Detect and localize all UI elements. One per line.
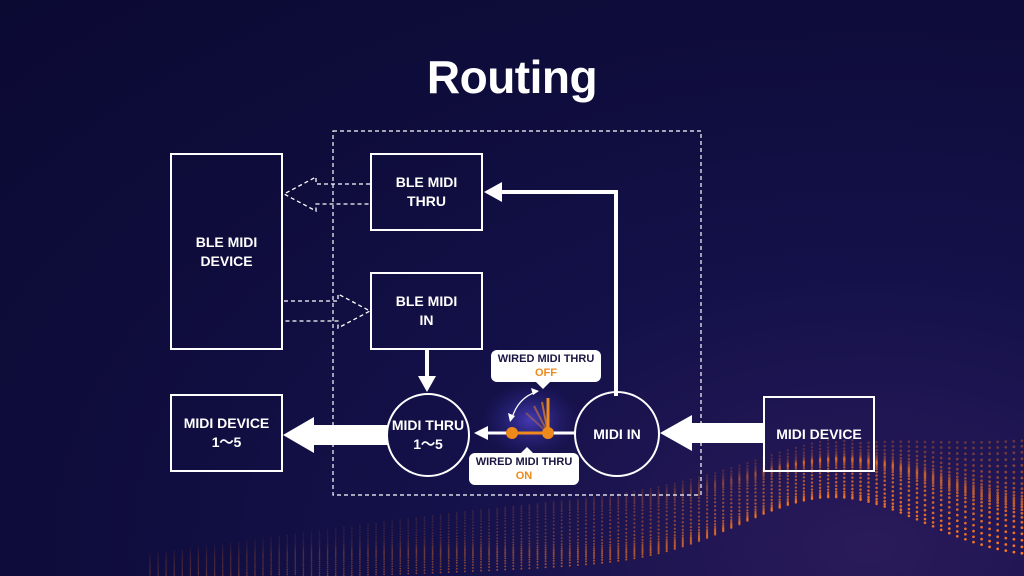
wired-midi-thru-off-callout: WIRED MIDI THRU OFF — [491, 350, 601, 382]
ble-midi-thru-label-line1: BLE MIDI — [395, 174, 458, 190]
ble-midi-thru-box: BLE MIDI THRU — [370, 153, 483, 231]
midi-thru-to-midi-device-arrow — [283, 417, 388, 453]
midi-in-label: MIDI IN — [593, 425, 641, 442]
switch-glow — [482, 382, 578, 458]
midi-device-out-label-line1: MIDI DEVICE — [183, 415, 270, 431]
ble-midi-in-label-line1: BLE MIDI — [395, 293, 458, 309]
wired-midi-thru-on-state: ON — [515, 470, 533, 482]
midi-thru-label-line2: 1～5 — [413, 436, 443, 452]
ble-section-border — [332, 130, 702, 496]
wired-midi-thru-off-state: OFF — [535, 367, 557, 379]
wired-midi-thru-on-label: WIRED MIDI THRU — [475, 456, 573, 468]
ble-thru-to-device-arrow — [282, 175, 370, 213]
wired-thru-switch — [506, 388, 554, 439]
ble-midi-device-label-line1: BLE MIDI — [195, 233, 258, 250]
ble-midi-device-box: BLE MIDI DEVICE — [170, 153, 283, 350]
off-callout-pointer — [536, 382, 550, 389]
ble-device-to-in-arrow — [284, 292, 372, 330]
page-title: Routing — [426, 51, 598, 103]
midi-device-in-label: MIDI DEVICE — [776, 425, 862, 442]
midi-device-in-box: MIDI DEVICE — [763, 396, 875, 472]
midi-device-out-box: MIDI DEVICE 1～5 — [170, 394, 283, 472]
midi-thru-circle: MIDI THRU 1～5 — [386, 393, 470, 477]
wired-midi-thru-off-label: WIRED MIDI THRU — [497, 353, 595, 365]
midi-in-circle: MIDI IN — [574, 391, 660, 477]
ble-in-to-midi-thru-arrow — [418, 350, 436, 392]
ble-midi-thru-label-line2: THRU — [407, 193, 446, 209]
ble-midi-device-label-line2: DEVICE — [200, 252, 253, 269]
ble-midi-in-box: BLE MIDI IN — [370, 272, 483, 350]
on-callout-pointer — [520, 447, 534, 454]
wired-midi-thru-on-callout: WIRED MIDI THRU ON — [469, 453, 579, 485]
midi-in-to-ble-thru-arrow — [484, 182, 618, 396]
midi-device-out-label-line2: 1～5 — [211, 434, 242, 450]
ble-midi-in-label-line2: IN — [419, 312, 434, 328]
midi-thru-label-line1: MIDI THRU — [391, 417, 465, 433]
midi-device-to-midi-in-arrow — [660, 415, 764, 451]
particle-wave-decoration — [149, 438, 1024, 576]
